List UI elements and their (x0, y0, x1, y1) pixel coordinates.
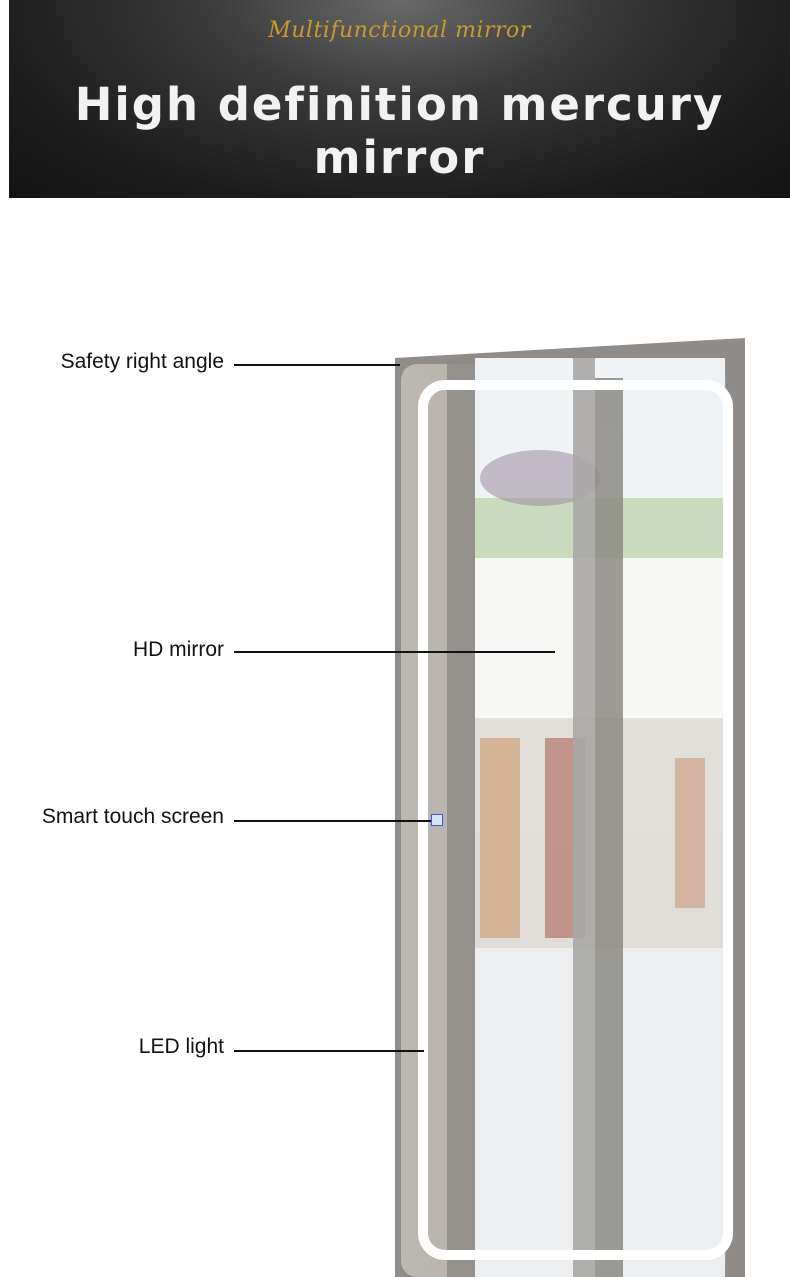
callout-led-light-line (234, 1050, 424, 1052)
banner-subtitle: Multifunctional mirror (268, 18, 531, 43)
mirror-illustration (395, 338, 745, 1277)
callout-hd-mirror-line (234, 651, 555, 653)
touch-sensor-icon[interactable] (431, 814, 443, 826)
callout-smart-touch-screen-line (234, 820, 431, 822)
callout-smart-touch-screen-label: Smart touch screen (41, 805, 224, 828)
callout-safety-right-angle-line (234, 364, 400, 366)
banner-title: High definition mercury mirror (74, 78, 725, 184)
callout-safety-right-angle-label: Safety right angle (60, 350, 224, 373)
callout-hd-mirror-label: HD mirror (133, 638, 224, 661)
mirror-product-image (395, 338, 745, 1277)
callout-led-light-label: LED light (138, 1035, 224, 1058)
header-banner: Multifunctional mirror High definition m… (9, 0, 790, 198)
